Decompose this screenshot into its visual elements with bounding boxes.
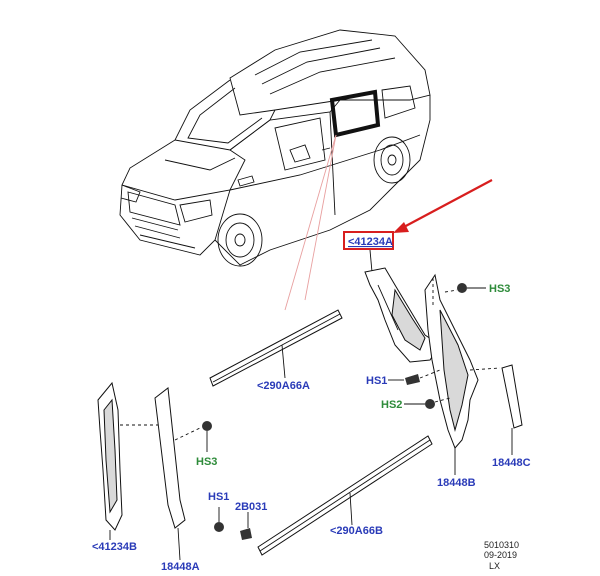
fastener-HS3-left[interactable] xyxy=(202,421,212,452)
leader-lines xyxy=(284,134,337,311)
part-290A66B[interactable] xyxy=(257,435,433,556)
ref-code: LX xyxy=(489,561,500,571)
highlight-box xyxy=(343,231,394,250)
vehicle-illustration xyxy=(119,29,431,267)
label-HS1-right[interactable]: HS1 xyxy=(366,375,387,387)
ref-date: 09-2019 xyxy=(484,550,517,560)
fastener-HS2[interactable] xyxy=(404,397,451,409)
fastener-HS1-right[interactable] xyxy=(388,369,441,385)
ref-number: 5010310 xyxy=(484,540,519,550)
label-HS2[interactable]: HS2 xyxy=(381,399,402,411)
fastener-HS3-right[interactable] xyxy=(444,283,486,293)
label-290A66A[interactable]: <290A66A xyxy=(257,380,310,392)
label-2B031[interactable]: 2B031 xyxy=(235,501,267,513)
label-18448B[interactable]: 18448B xyxy=(437,477,476,489)
highlight-arrow xyxy=(393,179,493,233)
part-18448C[interactable] xyxy=(469,364,523,455)
part-290A66A[interactable] xyxy=(209,309,343,387)
label-18448C[interactable]: 18448C xyxy=(492,457,531,469)
fastener-HS1-bottom[interactable] xyxy=(214,507,224,532)
label-HS1-bottom[interactable]: HS1 xyxy=(208,491,229,503)
part-41234B[interactable] xyxy=(97,381,158,540)
part-18448A[interactable] xyxy=(154,387,201,561)
label-41234B[interactable]: <41234B xyxy=(92,541,137,553)
label-41234A-top[interactable]: <41234A xyxy=(348,236,393,248)
label-HS3-left[interactable]: HS3 xyxy=(196,456,217,468)
part-41234A[interactable] xyxy=(364,249,441,363)
fastener-2B031[interactable] xyxy=(240,512,252,540)
label-HS3-right[interactable]: HS3 xyxy=(489,283,510,295)
label-290A66B[interactable]: <290A66B xyxy=(330,525,383,537)
part-18448B[interactable] xyxy=(424,273,479,475)
label-18448A[interactable]: 18448A xyxy=(161,561,200,573)
